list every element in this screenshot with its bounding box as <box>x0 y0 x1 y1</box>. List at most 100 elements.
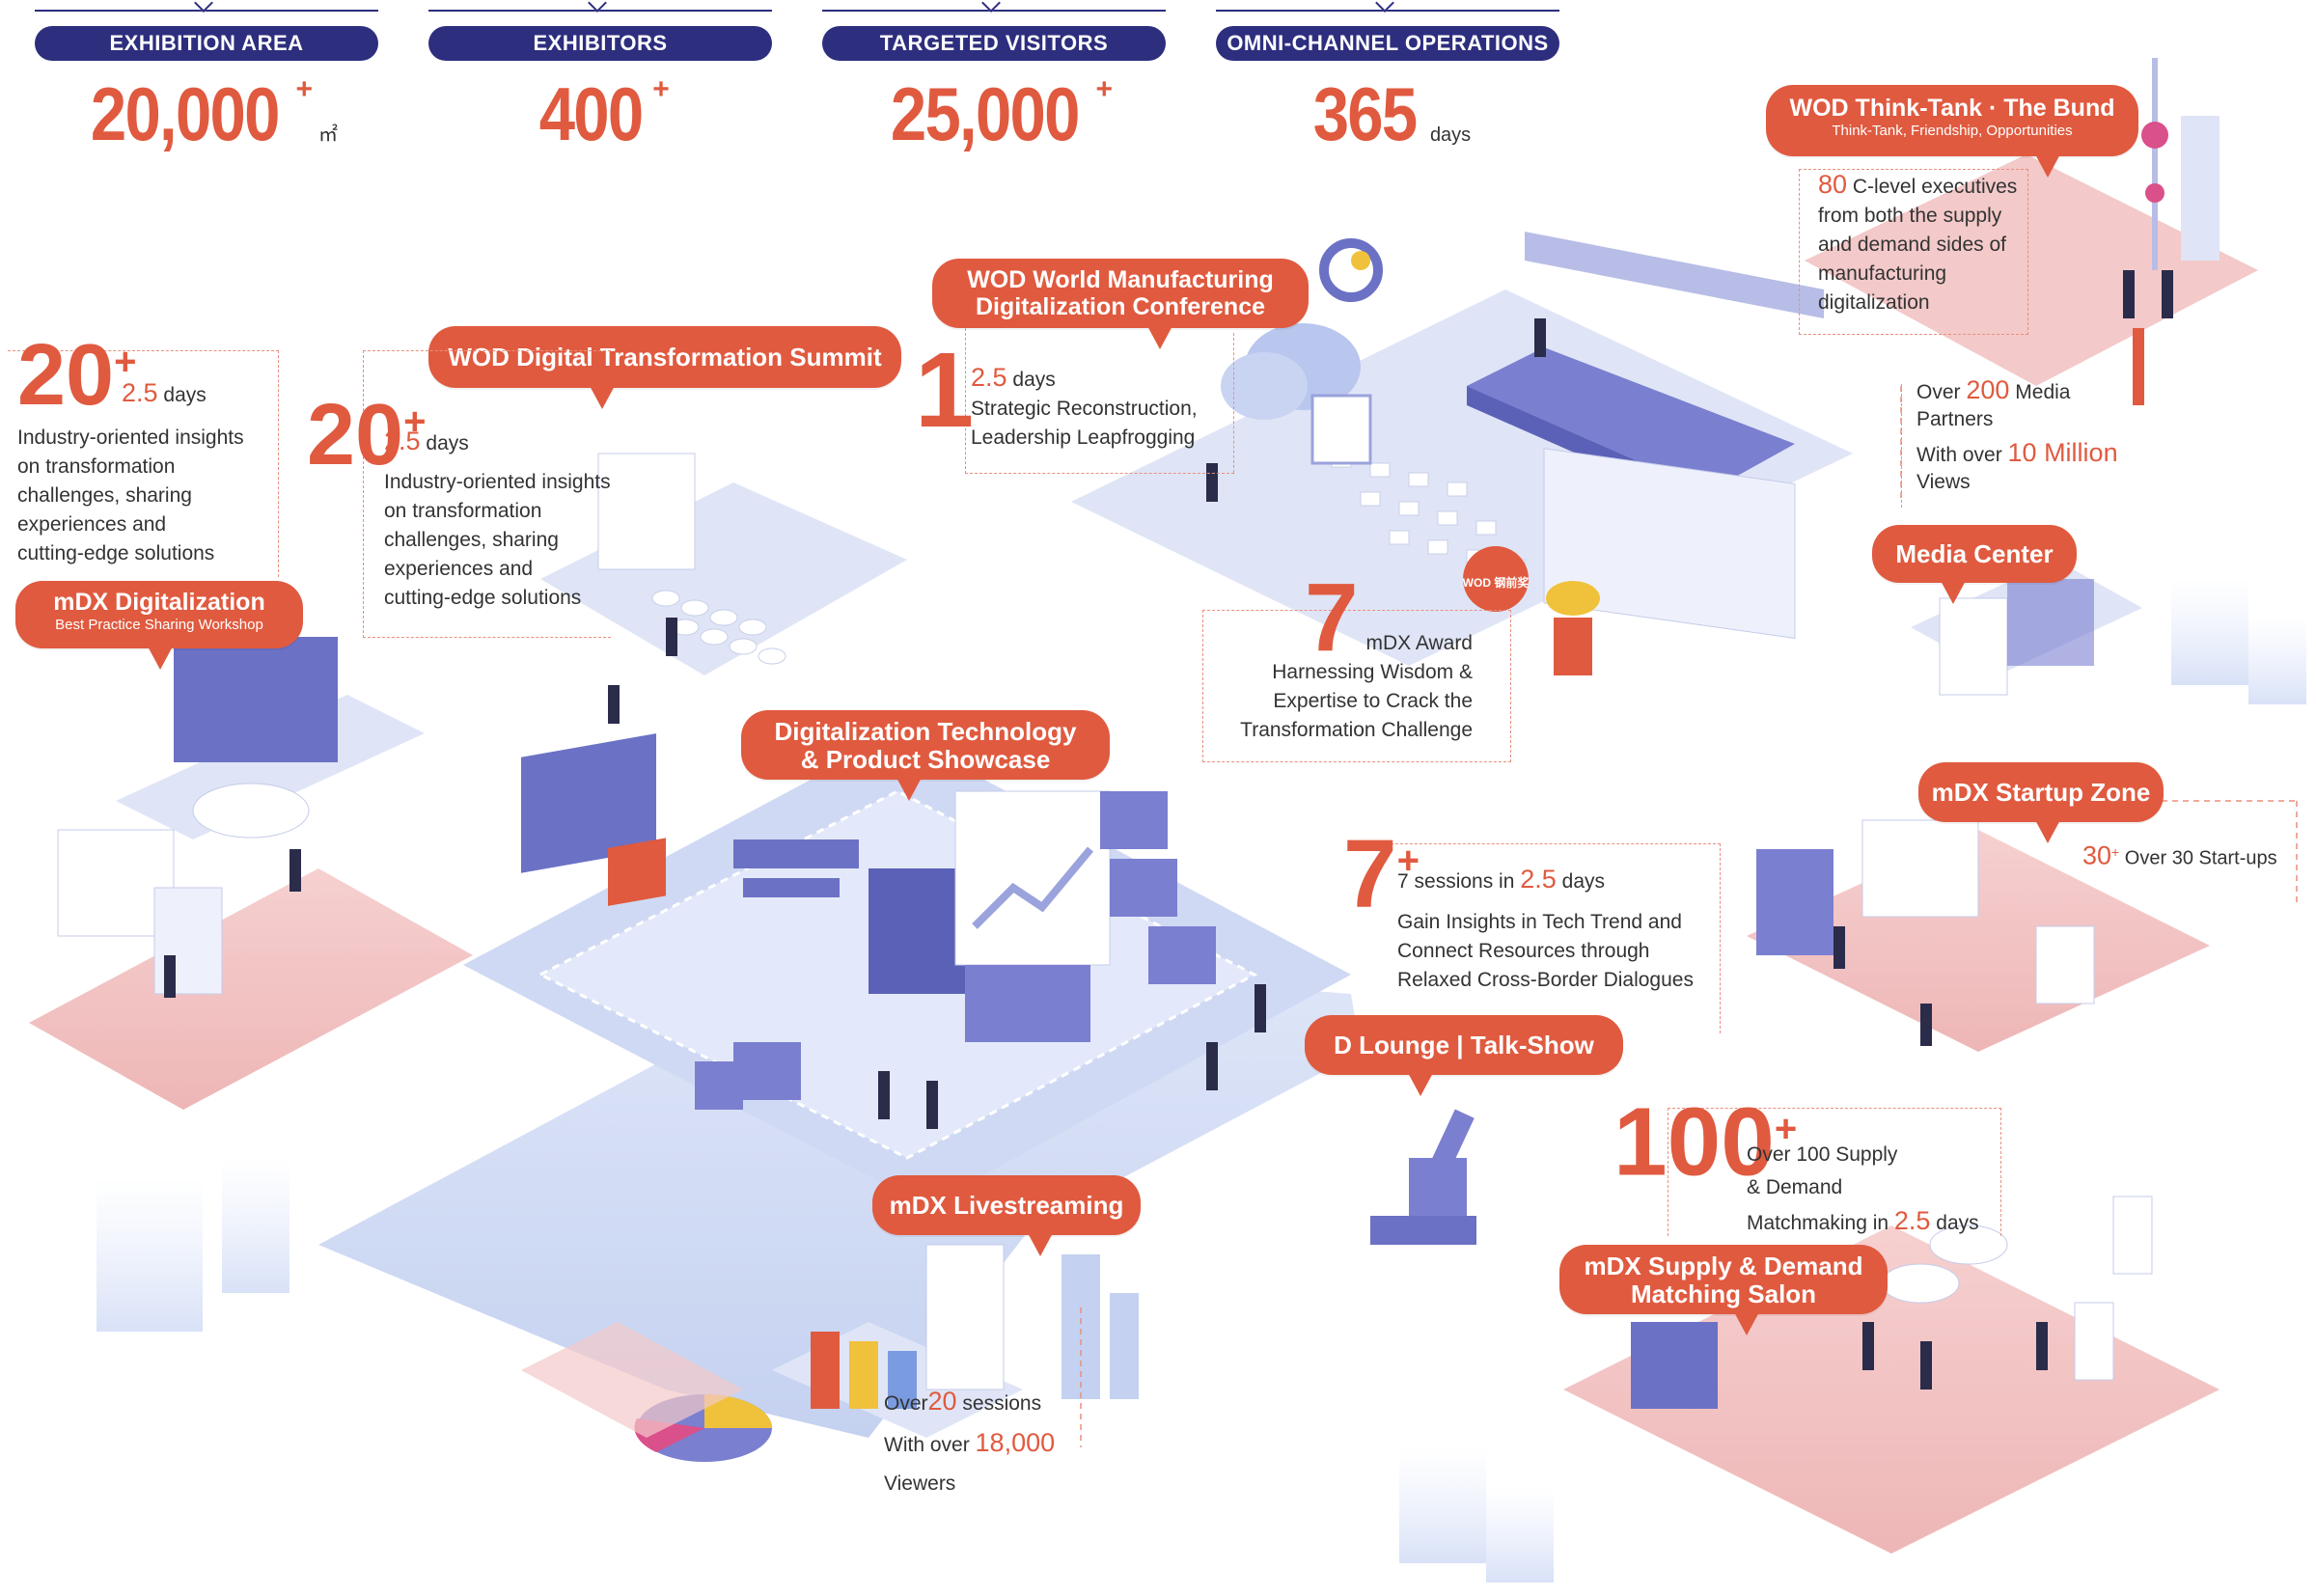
lounge-line-2: Connect Resources through <box>1397 940 1650 962</box>
workshop-line-1: Industry-oriented insights <box>17 427 244 449</box>
stat-label: OMNI-CHANNEL OPERATIONS <box>1216 26 1559 61</box>
award-line-4: Transformation Challenge <box>1240 719 1473 741</box>
summit-count: 20+ <box>307 378 426 479</box>
think-tank-desc: 80 C-level executives from both the supp… <box>1818 170 2069 317</box>
livestream-title: mDX Livestreaming <box>889 1191 1124 1220</box>
salon-count-value: 100 <box>1613 1087 1775 1197</box>
summit-count-value: 20 <box>307 387 404 483</box>
stat-label: EXHIBITORS <box>428 26 772 61</box>
startup-count: 30 <box>2082 840 2112 870</box>
salon-duration-unit: days <box>1936 1212 1979 1234</box>
conference-desc: 2.5 days Strategic Reconstruction, Leade… <box>971 363 1260 453</box>
stat-value: 25,000 <box>890 71 1081 156</box>
stat-sup: + <box>1095 73 1114 105</box>
startup-bubble: mDX Startup Zone <box>1918 762 2164 843</box>
livestream-viewers-count: 18,000 <box>975 1428 1056 1457</box>
think-tank-line-4: manufacturing <box>1818 262 1947 285</box>
conference-title-1: WOD World Manufacturing <box>967 266 1274 293</box>
summit-bubble: WOD Digital Transformation Summit <box>428 326 901 409</box>
stat-value: 400 <box>538 71 644 156</box>
media-views-label: Views <box>1916 471 1971 493</box>
award-box <box>1202 610 1511 762</box>
workshop-box <box>8 350 279 577</box>
stat-label: TARGETED VISITORS <box>822 26 1166 61</box>
lounge-duration-unit: days <box>1561 870 1605 893</box>
media-partners-1: Media <box>2015 381 2071 403</box>
showcase-title-1: Digitalization Technology <box>774 717 1077 746</box>
salon-desc: Over 100 Supply & Demand Matchmaking in … <box>1747 1139 2017 1240</box>
startup-text: Over 30 Start-ups <box>2124 847 2277 869</box>
think-tank-line-3: and demand sides of <box>1818 234 2006 256</box>
lounge-count-sup: + <box>1396 839 1420 882</box>
salon-bubble: mDX Supply & Demand Matching Salon <box>1559 1245 1888 1335</box>
workshop-count-value: 20 <box>17 327 115 424</box>
think-tank-line-2: from both the supply <box>1818 205 2002 227</box>
media-over-2: With over <box>1916 444 2002 466</box>
conference-duration-unit: days <box>1012 369 1056 391</box>
stat-value: 20,000 <box>90 71 281 156</box>
startup-desc: 30+ Over 30 Start-ups <box>2082 838 2314 873</box>
salon-line-1: Over 100 Supply <box>1747 1143 1898 1166</box>
media-views-count: 10 Million <box>2007 438 2118 467</box>
award-line-1: mDX Award <box>1365 632 1474 654</box>
award-count: 7 <box>1305 564 1359 672</box>
lounge-bubble: D Lounge | Talk-Show <box>1305 1015 1623 1096</box>
workshop-bubble: mDX Digitalization Best Practice Sharing… <box>15 581 303 670</box>
summit-line-5: cutting-edge solutions <box>384 587 582 609</box>
workshop-line-4: experiences and <box>17 513 167 536</box>
summit-line-3: challenges, sharing <box>384 529 559 551</box>
think-tank-line-5: digitalization <box>1818 291 1930 314</box>
lounge-box <box>1366 843 1721 1033</box>
stat-value: 365 <box>1312 71 1417 156</box>
workshop-duration: 2.5 <box>122 378 158 407</box>
summit-box <box>363 350 611 638</box>
lounge-count-value: 7 <box>1343 819 1397 928</box>
workshop-desc: 2.5 days Industry-oriented insights on t… <box>17 378 307 568</box>
startup-sup: + <box>2111 844 2120 860</box>
conference-line-1: Strategic Reconstruction, <box>971 398 1198 420</box>
award-line-3: Expertise to Crack the <box>1273 690 1473 712</box>
lounge-title: D Lounge | Talk-Show <box>1334 1031 1594 1059</box>
livestream-over-2: With over <box>884 1434 970 1456</box>
livestream-desc: Over20 sessions With over 18,000 Viewers <box>884 1382 1096 1503</box>
lounge-count: 7+ <box>1343 812 1420 922</box>
lounge-line-1: Gain Insights in Tech Trend and <box>1397 911 1682 933</box>
salon-duration: 2.5 <box>1893 1206 1931 1235</box>
workshop-line-3: challenges, sharing <box>17 484 192 507</box>
think-tank-subtitle: Think-Tank, Friendship, Opportunities <box>1832 123 2073 139</box>
conference-floor <box>1071 289 1853 666</box>
livestream-bubble: mDX Livestreaming <box>872 1175 1141 1256</box>
conference-bubble: WOD World Manufacturing Digitalization C… <box>932 259 1309 349</box>
salon-title-2: Matching Salon <box>1630 1280 1817 1308</box>
think-tank-floor <box>1805 154 2258 386</box>
salon-line-3: Matchmaking in <box>1747 1212 1889 1234</box>
workshop-count: 20+ <box>17 318 136 419</box>
summit-line-4: experiences and <box>384 558 534 580</box>
summit-line-2: on transformation <box>384 500 542 522</box>
summit-desc: 2.5 days Industry-oriented insights on t… <box>384 427 674 613</box>
media-bubble: Media Center <box>1872 525 2077 604</box>
lounge-duration: 2.5 <box>1520 865 1557 894</box>
stat-sup: + <box>652 73 670 105</box>
media-partners-2: Partners <box>1916 408 1994 430</box>
stat-unit: ㎡ <box>318 124 339 146</box>
stat-unit: days <box>1429 124 1472 146</box>
award-line-2: Harnessing Wisdom & <box>1272 661 1473 683</box>
summit-title: WOD Digital Transformation Summit <box>448 343 882 371</box>
startup-title: mDX Startup Zone <box>1931 778 2151 807</box>
lounge-line-3: Relaxed Cross-Border Dialogues <box>1397 969 1694 991</box>
conference-duration: 2.5 <box>971 363 1007 392</box>
lounge-desc: 7 sessions in 2.5 days Gain Insights in … <box>1397 865 1725 995</box>
workshop-count-sup: + <box>114 341 137 383</box>
salon-line-2: & Demand <box>1747 1176 1843 1198</box>
workshop-floor <box>29 868 473 1110</box>
salon-title-1: mDX Supply & Demand <box>1584 1252 1863 1280</box>
think-tank-box <box>1799 169 2028 335</box>
livestream-sessions-count: 20 <box>927 1387 957 1416</box>
livestream-viewers-label: Viewers <box>884 1472 956 1495</box>
workshop-subtitle: Best Practice Sharing Workshop <box>55 617 263 633</box>
award-badge-text: WOD 钢前奖 <box>1463 575 1530 590</box>
media-partners-count: 200 <box>1966 375 2010 404</box>
summit-count-sup: + <box>403 400 427 443</box>
